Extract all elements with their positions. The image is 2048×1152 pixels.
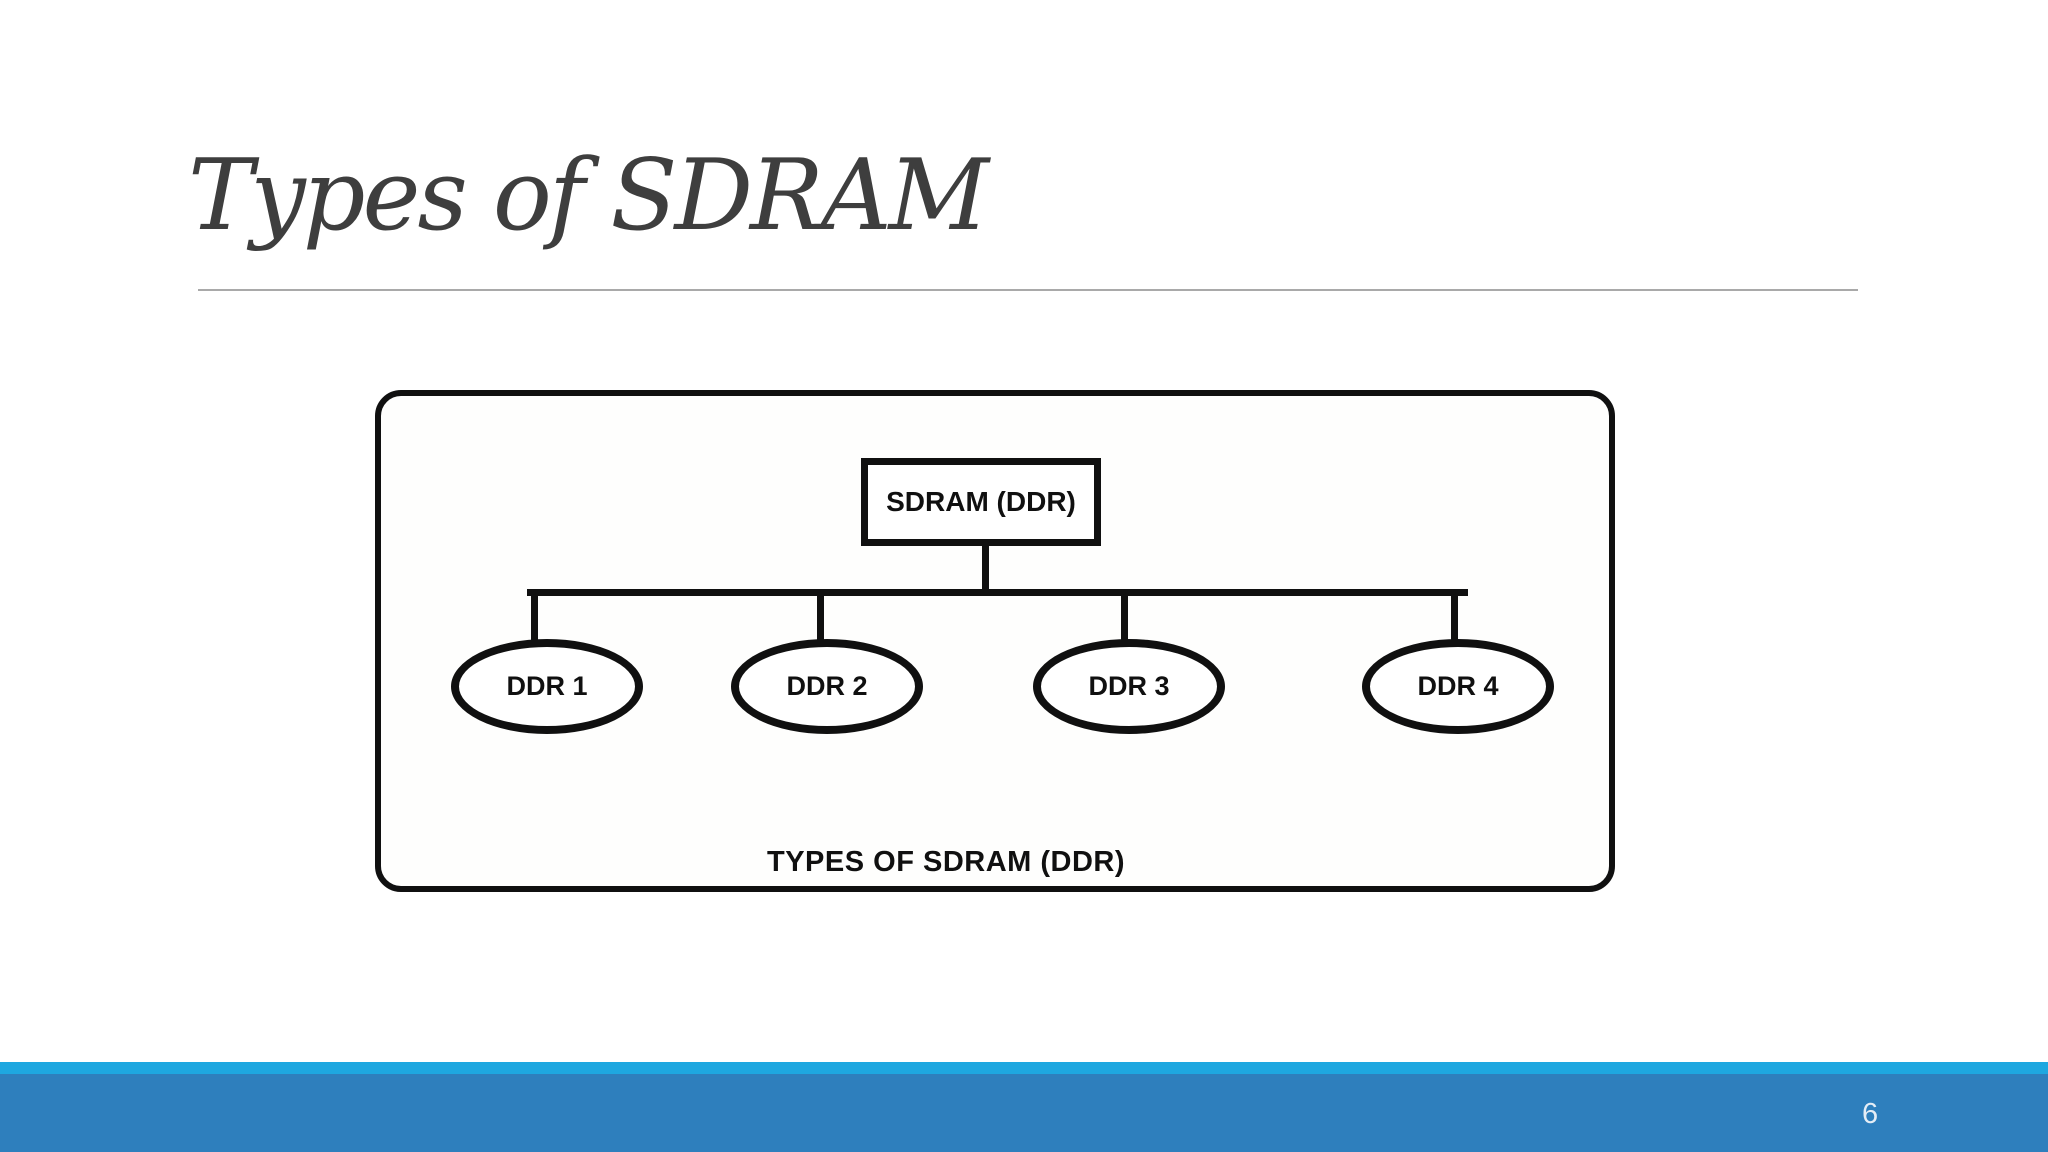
- slide-title: Types of SDRAM: [188, 139, 989, 253]
- diagram-caption: TYPES OF SDRAM (DDR): [767, 846, 1125, 878]
- diagram-node-ddr4: DDR 4: [1362, 639, 1554, 734]
- page-number: 6: [1862, 1098, 1879, 1130]
- diagram-root-node: SDRAM (DDR): [861, 458, 1101, 546]
- footer-accent-strip: [0, 1062, 2048, 1074]
- connector-drop-ddr3: [1121, 596, 1128, 645]
- connector-drop-ddr4: [1451, 596, 1458, 645]
- diagram-node-ddr3: DDR 3: [1033, 639, 1225, 734]
- connector-drop-ddr2: [817, 596, 824, 645]
- connector-horizontal: [527, 589, 1468, 596]
- diagram-node-ddr1: DDR 1: [451, 639, 643, 734]
- diagram-canvas: SDRAM (DDR) DDR 1 DDR 2 DDR 3 DDR 4 TYPE…: [381, 396, 1609, 886]
- sdram-types-diagram: SDRAM (DDR) DDR 1 DDR 2 DDR 3 DDR 4 TYPE…: [375, 390, 1615, 892]
- connector-root-stem: [982, 546, 989, 589]
- footer-bar: [0, 1074, 2048, 1152]
- connector-drop-ddr1: [531, 596, 538, 645]
- diagram-node-ddr2: DDR 2: [731, 639, 923, 734]
- title-divider: [198, 289, 1858, 291]
